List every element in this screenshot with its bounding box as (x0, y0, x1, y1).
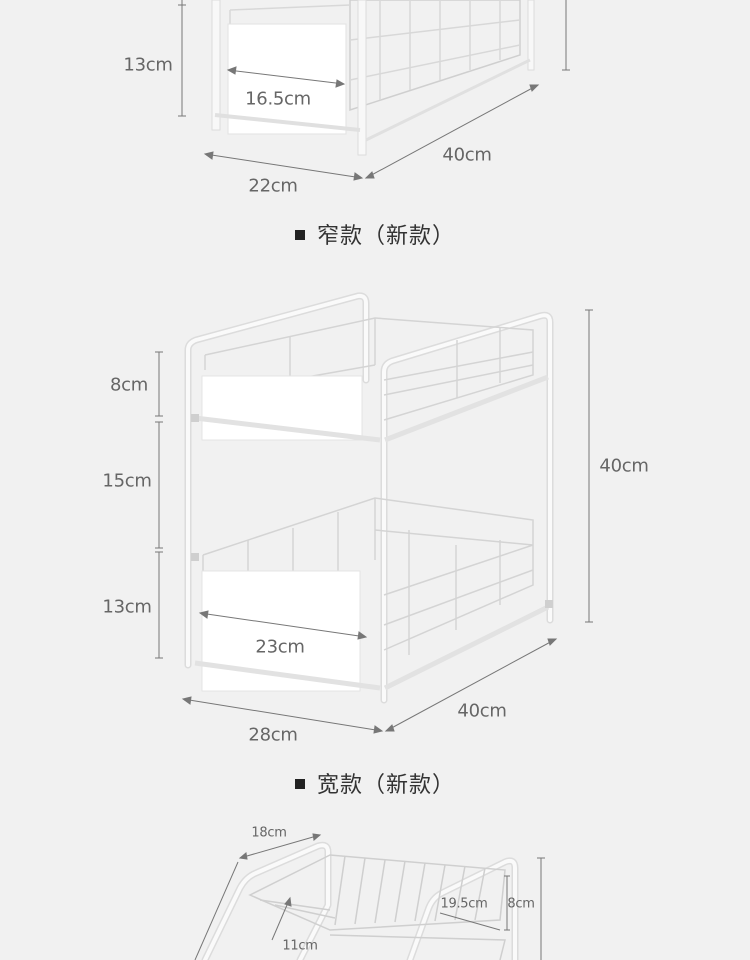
wide-depth-label: 40cm (457, 700, 507, 722)
wide-width-label: 28cm (248, 724, 298, 746)
bullet-square-icon (294, 230, 305, 240)
wide-height-top-label: 8cm (110, 374, 148, 396)
slanted-inner-label: 11cm (282, 938, 318, 954)
narrow-rack-illustration (178, 0, 570, 181)
wide-basket-width-label: 23cm (255, 636, 305, 658)
bullet-square-icon (294, 779, 305, 789)
wide-height-gap-label: 15cm (102, 470, 152, 492)
narrow-basket-width-label: 16.5cm (245, 88, 311, 110)
narrow-section-title: 窄款（新款） (0, 218, 750, 250)
wide-section-title: 宽款（新款） (0, 767, 750, 799)
narrow-height-bottom-label: 13cm (123, 54, 173, 76)
narrow-depth-label: 40cm (442, 144, 492, 166)
wide-total-height-label: 40cm (599, 455, 649, 477)
wide-height-bottom-label: 13cm (102, 596, 152, 618)
narrow-width-label: 22cm (248, 175, 298, 197)
slanted-basket-height-label: 8cm (507, 896, 535, 912)
slanted-basket-depth-label: 19.5cm (440, 896, 488, 912)
slanted-top-width-label: 18cm (251, 825, 287, 841)
